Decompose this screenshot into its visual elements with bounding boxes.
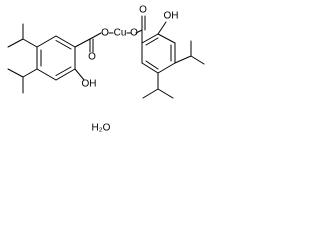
left-aromatic-ring	[36, 35, 76, 81]
double-bond-inner	[145, 37, 159, 46]
left-carboxylate	[74, 32, 102, 53]
bond	[135, 29, 143, 34]
water-of-hydration-label: H₂O	[92, 123, 111, 134]
bond	[157, 21, 167, 35]
bond	[141, 62, 159, 74]
bond	[157, 62, 176, 74]
bond	[55, 35, 76, 48]
double-bond-inner	[55, 40, 72, 50]
bond	[7, 68, 24, 78]
right-carboxylate	[135, 15, 146, 44]
copper-salicylate-structure: O Cu O O O OH OH H₂O	[7, 5, 205, 134]
bond	[190, 55, 205, 65]
left-bottom-isopropyl	[7, 68, 38, 94]
bond	[22, 38, 38, 48]
bond	[36, 35, 57, 48]
bond	[157, 88, 174, 99]
bond	[174, 55, 192, 64]
bond	[89, 32, 102, 40]
left-top-isopropyl	[7, 23, 38, 48]
right-lower-isopropyl	[142, 72, 174, 99]
atom-label-o-ester-left: O	[101, 28, 109, 39]
double-bond-inner	[55, 66, 72, 76]
bond	[55, 68, 76, 81]
bond	[74, 68, 85, 81]
bond	[142, 88, 159, 99]
bond	[157, 33, 176, 44]
bond	[36, 68, 57, 81]
right-aromatic-ring	[141, 33, 176, 74]
atom-label-o-ester-right: O	[130, 28, 138, 39]
double-bond-inner	[145, 60, 159, 70]
right-upper-isopropyl	[174, 40, 205, 65]
bond	[7, 38, 24, 48]
atom-label-o-carbonyl-right: O	[139, 5, 147, 16]
bond	[22, 68, 38, 78]
atom-label-oh-left: OH	[82, 79, 97, 90]
bond	[74, 38, 91, 48]
atom-label-oh-right: OH	[164, 11, 179, 22]
atom-label-cu: Cu	[114, 28, 127, 39]
bond	[141, 33, 159, 44]
atom-label-o-carbonyl-left: O	[88, 52, 96, 63]
